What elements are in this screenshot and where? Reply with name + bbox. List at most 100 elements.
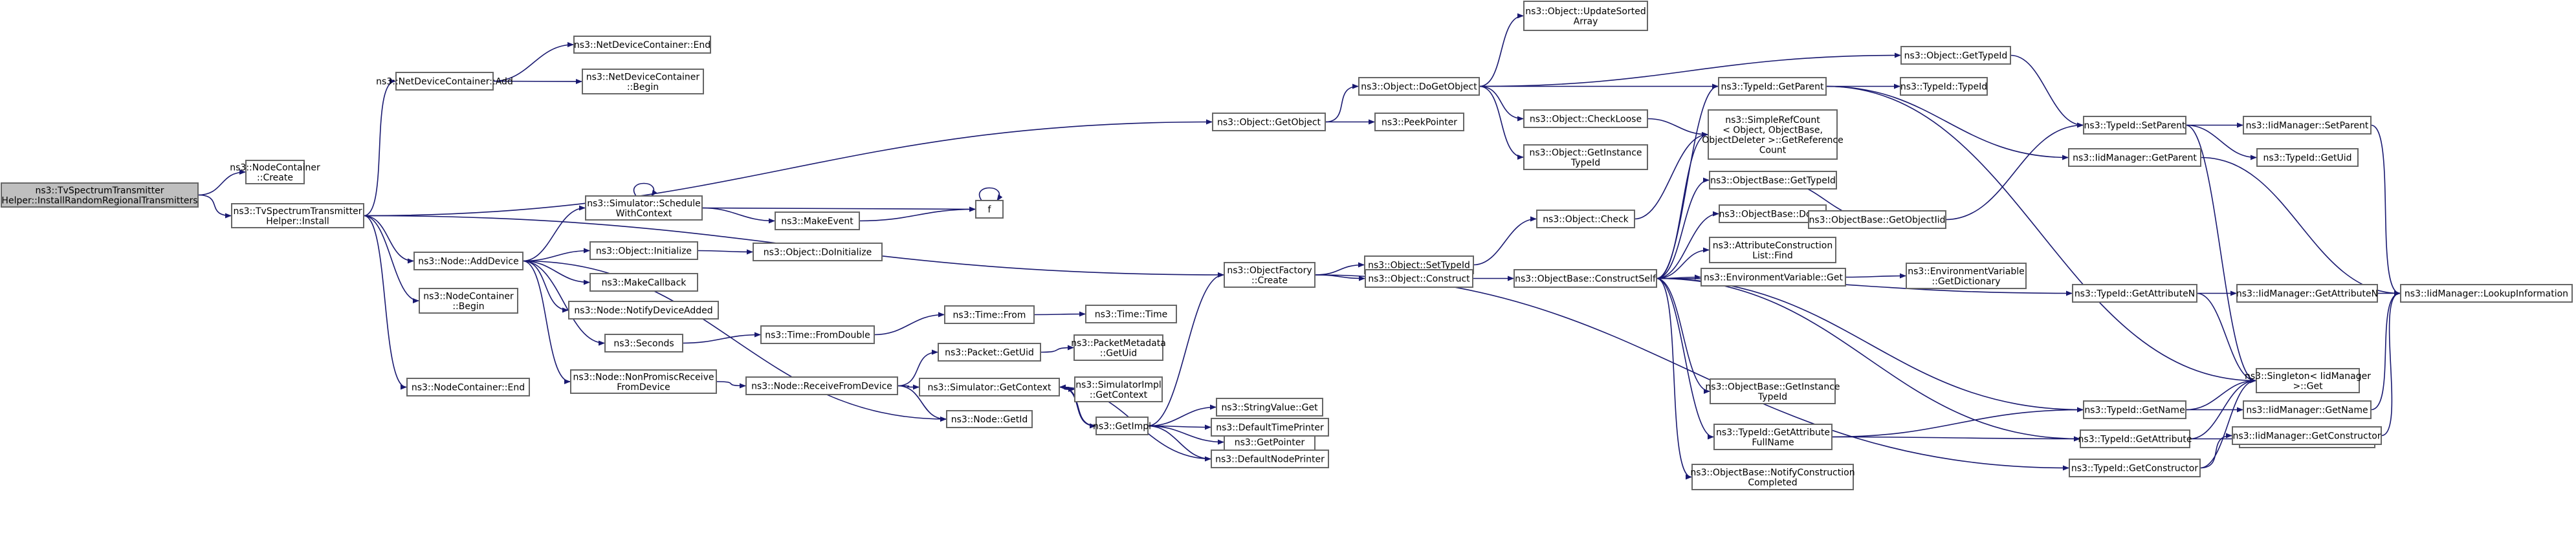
node-label: Helper::InstallRandomRegionalTransmitter…	[1, 195, 197, 206]
node-box	[1224, 262, 1316, 288]
node-label: ns3::TypeId::GetParent	[1721, 82, 1824, 92]
node-makecallback[interactable]: ns3::MakeCallback	[589, 273, 698, 292]
node-packetmeta-getuid[interactable]: ns3::PacketMetadata::GetUid	[1071, 334, 1166, 361]
node-iidmgr-lookupinformation[interactable]: ns3::IidManager::LookupInformation	[2400, 284, 2573, 303]
node-simplerefcount[interactable]: ns3::SimpleRefCount< Object, ObjectBase,…	[1702, 109, 1844, 160]
node-time-fromdouble[interactable]: ns3::Time::FromDouble	[760, 325, 875, 344]
node-node-adddevice[interactable]: ns3::Node::AddDevice	[413, 252, 523, 270]
edge-receivefromdevice-to-node_getid	[897, 385, 947, 422]
node-box	[946, 410, 1033, 428]
node-label: ns3::Object::SetTypeId	[1368, 261, 1470, 271]
node-makeevent[interactable]: ns3::MakeEvent	[775, 211, 860, 230]
node-label: Completed	[1748, 477, 1797, 488]
node-label: ns3::TypeId::GetAttribute	[1716, 428, 1830, 438]
node-label: ::GetContext	[1090, 390, 1148, 400]
node-time-time[interactable]: ns3::Time::Time	[1085, 305, 1177, 323]
node-iidmgr-getattributen[interactable]: ns3::IidManager::GetAttributeN	[2236, 284, 2378, 303]
edge-obj_getobject-to-obj_dogetobject	[1325, 83, 1359, 123]
node-objbase-getobjectiid[interactable]: ns3::ObjectBase::GetObjectIid	[1808, 210, 1946, 229]
edge-iidmgr_getconstructor-to-iidmgr_lookupinformation	[2381, 290, 2401, 437]
node-nodecontainer-begin[interactable]: ns3::NodeContainer::Begin	[419, 288, 518, 314]
edge-objbase_getobjectiid-to-typeid_setparent	[1945, 122, 2084, 221]
node-label: ns3::PeekPointer	[1382, 118, 1457, 128]
node-label: ns3::MakeEvent	[781, 217, 853, 227]
node-objbase-constructself[interactable]: ns3::ObjectBase::ConstructSelf	[1514, 269, 1657, 288]
edge-makeevent-to-f	[859, 206, 976, 222]
node-typeid-getname[interactable]: ns3::TypeId::GetName	[2083, 400, 2186, 419]
node-objbase-gettypeid[interactable]: ns3::ObjectBase::GetTypeId	[1709, 171, 1837, 190]
node-label: ns3::ObjectFactory	[1227, 265, 1312, 276]
node-f[interactable]: f	[975, 200, 1004, 219]
node-nodecontainer-create[interactable]: ns3::NodeContainer::Create	[230, 160, 320, 184]
node-obj-check[interactable]: ns3::Object::Check	[1536, 210, 1635, 228]
node-label: ns3::Simulator::GetContext	[927, 383, 1051, 393]
node-netdev-begin[interactable]: ns3::NetDeviceContainer::Begin	[582, 69, 704, 94]
node-label: ns3::NodeContainer	[423, 291, 514, 301]
node-box	[1074, 376, 1163, 402]
edge-objbase_constructself-to-simplerefcount	[1656, 132, 1708, 279]
node-notifydeviceadded[interactable]: ns3::Node::NotifyDeviceAdded	[568, 301, 719, 320]
node-envvar-getdict[interactable]: ns3::EnvironmentVariable::GetDictionary	[1906, 263, 2027, 289]
node-envvar-get[interactable]: ns3::EnvironmentVariable::Get	[1701, 268, 1846, 287]
node-obj-getobject[interactable]: ns3::Object::GetObject	[1212, 113, 1326, 131]
node-defaultnodeprinter[interactable]: ns3::DefaultNodePrinter	[1211, 450, 1329, 468]
node-box	[406, 378, 530, 396]
node-label: Helper::Install	[266, 216, 329, 226]
node-obj-checkloose[interactable]: ns3::Object::CheckLoose	[1523, 109, 1648, 128]
node-box	[1709, 171, 1837, 190]
node-tvhelper-install[interactable]: ns3::TvSpectrumTransmitterHelper::Instal…	[231, 203, 364, 228]
node-obj-doinit[interactable]: ns3::Object::DoInitialize	[753, 243, 883, 261]
node-netdev-add[interactable]: ns3::NetDeviceContainer::Add	[376, 72, 513, 91]
node-typeid-getattribute[interactable]: ns3::TypeId::GetAttribute	[2078, 429, 2192, 448]
node-iidmgr-getparent[interactable]: ns3::IidManager::GetParent	[2068, 148, 2201, 167]
node-peekpointer[interactable]: ns3::PeekPointer	[1374, 113, 1464, 131]
node-packet-getuid[interactable]: ns3::Packet::GetUid	[938, 343, 1041, 362]
node-objbase-notifyconstruction[interactable]: ns3::ObjectBase::NotifyConstructionCompl…	[1690, 464, 1855, 490]
node-receivefromdevice[interactable]: ns3::Node::ReceiveFromDevice	[745, 376, 898, 395]
node-time-from[interactable]: ns3::Time::From	[944, 305, 1035, 324]
node-seconds[interactable]: ns3::Seconds	[604, 334, 683, 352]
node-defaulttimeprinter[interactable]: ns3::DefaultTimePrinter	[1211, 418, 1329, 437]
edge-time_from-to-time_time	[1033, 311, 1086, 317]
node-box	[1906, 263, 2027, 289]
edge-node_adddevice-to-makecallback	[522, 260, 590, 285]
node-typeid-setparent[interactable]: ns3::TypeId::SetParent	[2083, 116, 2186, 135]
node-typeid-getuid[interactable]: ns3::TypeId::GetUid	[2256, 148, 2359, 167]
node-obj-gettypeid[interactable]: ns3::Object::GetTypeId	[1900, 46, 2011, 65]
node-box	[1073, 334, 1163, 361]
node-iidmgr-getname[interactable]: ns3::IidManager::GetName	[2243, 400, 2372, 419]
node-root[interactable]: ns3::TvSpectrumTransmitterHelper::Instal…	[1, 182, 199, 208]
node-simimpl-getcontext[interactable]: ns3::SimulatorImpl::GetContext	[1074, 376, 1163, 402]
node-node-getid[interactable]: ns3::Node::GetId	[946, 410, 1033, 428]
node-label: ::Begin	[452, 301, 484, 312]
node-label: ns3::Object::UpdateSorted	[1525, 6, 1646, 17]
node-obj-dogetobject[interactable]: ns3::Object::DoGetObject	[1358, 77, 1480, 96]
node-iidmgr-setparent[interactable]: ns3::IidManager::SetParent	[2243, 116, 2372, 135]
node-stringvalue-get[interactable]: ns3::StringValue::Get	[1216, 398, 1323, 417]
node-getimpl[interactable]: ns3::GetImpl	[1093, 417, 1151, 435]
node-netdev-end[interactable]: ns3::NetDeviceContainer::End	[573, 36, 711, 54]
node-objbase-doset[interactable]: ns3::ObjectBase::DoSet	[1719, 204, 1827, 223]
node-obj-initialize[interactable]: ns3::Object::Initialize	[589, 241, 698, 260]
node-typeid-getattributen[interactable]: ns3::TypeId::GetAttributeN	[2072, 284, 2197, 303]
node-box	[2232, 426, 2382, 445]
node-label: Array	[1574, 16, 1598, 27]
node-iidmgr-getconstructor[interactable]: ns3::IidManager::GetConstructor	[2232, 426, 2382, 445]
node-nodecontainer-end[interactable]: ns3::NodeContainer::End	[406, 378, 530, 396]
node-sim-getcontext[interactable]: ns3::Simulator::GetContext	[919, 378, 1060, 396]
node-box	[1523, 1, 1648, 31]
node-label: ns3::Node::NonPromiscReceive	[573, 372, 714, 382]
node-objfactory-create[interactable]: ns3::ObjectFactory::Create	[1224, 262, 1316, 288]
node-typeid-getconstructor[interactable]: ns3::TypeId::GetConstructor	[2069, 459, 2201, 477]
node-singleton-get[interactable]: ns3::Singleton< IidManager >::Get	[2245, 368, 2371, 393]
node-typeid-getparent[interactable]: ns3::TypeId::GetParent	[1718, 77, 1827, 96]
node-obj-construct[interactable]: ns3::Object::Construct	[1365, 269, 1473, 288]
node-typeid-typeid[interactable]: ns3::TypeId::TypeId	[1900, 77, 1988, 96]
